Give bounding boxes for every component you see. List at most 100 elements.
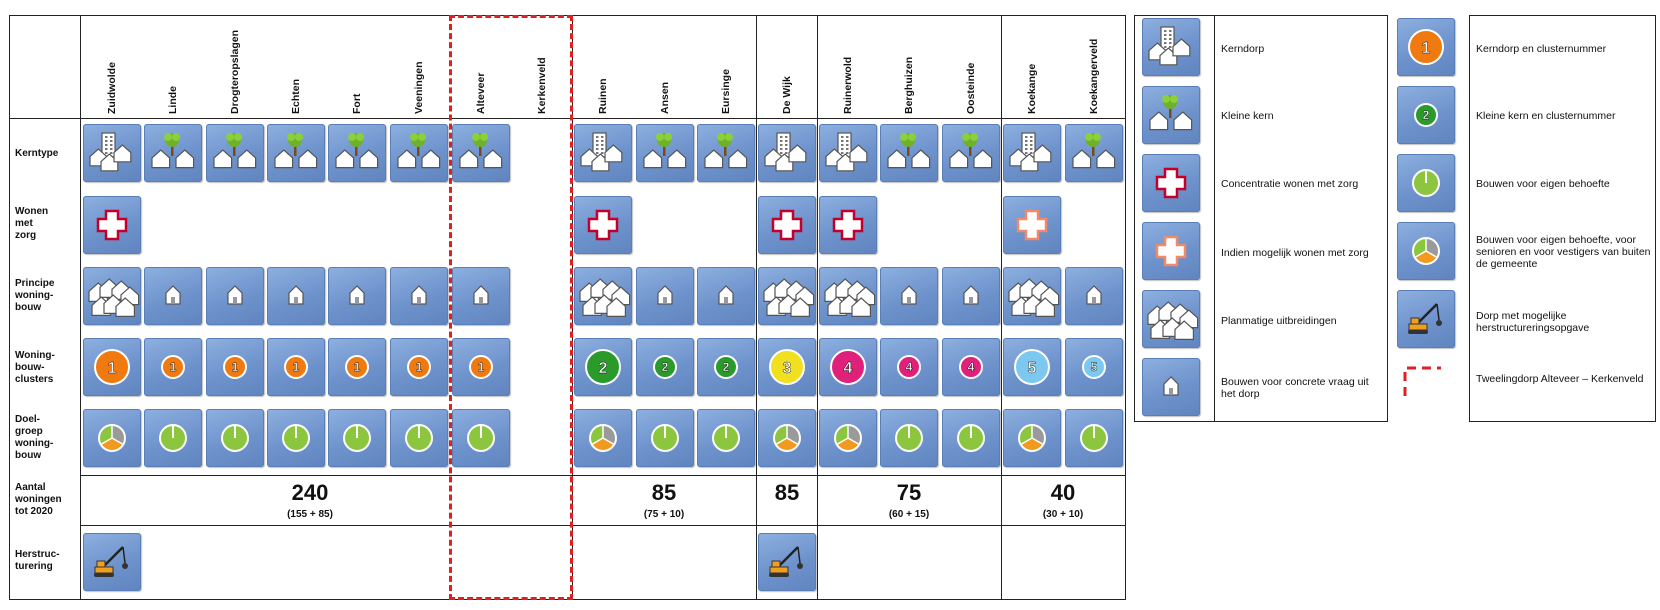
tile-own-needs-pie bbox=[144, 409, 202, 467]
legend-text: Tweelingdorp Alteveer – Kerkenveld bbox=[1476, 373, 1644, 385]
column-header: Oosteinde bbox=[965, 62, 977, 114]
svg-text:1: 1 bbox=[354, 360, 361, 374]
tile-single-house bbox=[390, 267, 448, 325]
tile-kleine-kern bbox=[1142, 86, 1200, 144]
svg-text:4: 4 bbox=[844, 360, 853, 377]
kerndorp-icon bbox=[580, 132, 623, 172]
column-header: Koekange bbox=[1026, 63, 1038, 114]
tile-kleine-kern bbox=[267, 124, 325, 182]
column-header: Drogteropslagen bbox=[229, 29, 241, 114]
own-needs-pie-icon bbox=[895, 424, 923, 452]
kerndorp-icon bbox=[1148, 26, 1191, 66]
tile-own-needs-pie bbox=[942, 409, 1000, 467]
total-value: 85 bbox=[651, 480, 677, 505]
tile-single-house bbox=[1065, 267, 1123, 325]
row-label-wonen-zorg: Wonen met zorg bbox=[15, 206, 49, 241]
tile-own-needs-pie bbox=[390, 409, 448, 467]
tile-kleine-kern bbox=[636, 124, 694, 182]
tile-own-needs-pie bbox=[452, 409, 510, 467]
tile-kleine-kern bbox=[697, 124, 755, 182]
tile-kerndorp bbox=[83, 124, 141, 182]
row-label-doelgroep: Doel-groep woning-bouw bbox=[15, 414, 54, 461]
tile-mixed-target-pie bbox=[758, 409, 816, 467]
cluster-number-icon: 3 bbox=[769, 349, 805, 385]
total-cell: 240 (155 + 85) bbox=[250, 480, 370, 521]
tile-cluster-number: 5 bbox=[1003, 338, 1061, 396]
tile-cluster-number: 4 bbox=[819, 338, 877, 396]
svg-text:1: 1 bbox=[1422, 40, 1431, 57]
mixed-target-pie-icon bbox=[773, 424, 801, 452]
zorg-cross-icon bbox=[96, 209, 128, 241]
tile-kerndorp bbox=[819, 124, 877, 182]
planned-houses-icon bbox=[763, 278, 815, 317]
tile-kleine-kern bbox=[880, 124, 938, 182]
tile-cluster-number: 4 bbox=[880, 338, 938, 396]
column-header: Ruinerwold bbox=[842, 56, 854, 114]
total-cell: 75 (60 + 15) bbox=[849, 481, 969, 521]
mixed-target-pie-icon bbox=[1412, 237, 1440, 265]
tile-own-needs-pie bbox=[328, 409, 386, 467]
own-needs-pie-icon bbox=[1080, 424, 1108, 452]
tile-mixed-target-pie bbox=[1397, 222, 1455, 280]
svg-text:4: 4 bbox=[906, 360, 913, 374]
legend-text: Bouwen voor eigen behoefte bbox=[1476, 178, 1610, 190]
zorg-cross-icon bbox=[771, 209, 803, 241]
tile-zorg-cross bbox=[83, 196, 141, 254]
row-label-herstructurering: Herstruc-turering bbox=[15, 549, 60, 572]
tile-kerndorp bbox=[574, 124, 632, 182]
legend-text: Kleine kern bbox=[1221, 110, 1274, 122]
column-header: Koekangerveld bbox=[1088, 38, 1100, 114]
svg-text:5: 5 bbox=[1091, 360, 1098, 374]
tile-cluster-number: 1 bbox=[267, 338, 325, 396]
tile-kleine-kern bbox=[328, 124, 386, 182]
total-cell: 85 (75 + 10) bbox=[604, 480, 724, 521]
tile-cluster-number: 2 bbox=[636, 338, 694, 396]
kerndorp-icon bbox=[825, 132, 868, 172]
legend-text: Kerndorp bbox=[1221, 43, 1265, 55]
tile-single-house bbox=[636, 267, 694, 325]
cluster-number-icon: 2 bbox=[714, 355, 738, 379]
column-header: Zuidwolde bbox=[106, 62, 118, 114]
tile-cluster-number: 1 bbox=[452, 338, 510, 396]
kleine-kern-icon bbox=[274, 133, 318, 169]
legend-text: Dorp met mogelijke herstructureringsopga… bbox=[1476, 310, 1590, 334]
svg-text:5: 5 bbox=[1028, 360, 1037, 377]
kleine-kern-icon bbox=[1072, 133, 1116, 169]
legend-text: Planmatige uitbreidingen bbox=[1221, 315, 1337, 327]
crane-icon bbox=[769, 546, 803, 577]
own-needs-pie-icon bbox=[1412, 169, 1440, 197]
kleine-kern-icon bbox=[949, 133, 993, 169]
kleine-kern-icon bbox=[397, 133, 441, 169]
svg-text:3: 3 bbox=[783, 360, 792, 377]
tile-single-house bbox=[206, 267, 264, 325]
column-header: Linde bbox=[167, 86, 179, 114]
legend-text: Indien mogelijk wonen met zorg bbox=[1221, 247, 1369, 259]
total-breakdown: (155 + 85) bbox=[287, 509, 333, 520]
cluster-number-icon: 5 bbox=[1014, 349, 1050, 385]
cluster-number-icon: 1 bbox=[94, 349, 130, 385]
tile-cluster-number: 4 bbox=[942, 338, 1000, 396]
own-needs-pie-icon bbox=[957, 424, 985, 452]
total-value: 240 bbox=[291, 480, 329, 505]
column-header: De Wijk bbox=[781, 76, 793, 114]
single-house-icon bbox=[657, 285, 673, 305]
single-house-icon bbox=[411, 285, 427, 305]
single-house-icon bbox=[288, 285, 304, 305]
svg-text:2: 2 bbox=[599, 360, 608, 377]
tile-mixed-target-pie bbox=[574, 409, 632, 467]
tile-planned-houses bbox=[574, 267, 632, 325]
planned-houses-icon bbox=[1008, 278, 1060, 317]
row-label-clusters: Woning-bouw-clusters bbox=[15, 350, 55, 385]
svg-text:1: 1 bbox=[416, 360, 423, 374]
own-needs-pie-icon bbox=[343, 424, 371, 452]
mixed-target-pie-icon bbox=[1018, 424, 1046, 452]
svg-text:1: 1 bbox=[478, 360, 485, 374]
cluster-number-icon: 4 bbox=[897, 355, 921, 379]
tile-zorg-optional-cross bbox=[1142, 222, 1200, 280]
tile-own-needs-pie bbox=[206, 409, 264, 467]
kerndorp-icon bbox=[1009, 132, 1052, 172]
tile-planned-houses bbox=[1142, 290, 1200, 348]
single-house-icon bbox=[165, 285, 181, 305]
column-header: Ruinen bbox=[597, 78, 609, 114]
planned-houses-icon bbox=[824, 278, 876, 317]
